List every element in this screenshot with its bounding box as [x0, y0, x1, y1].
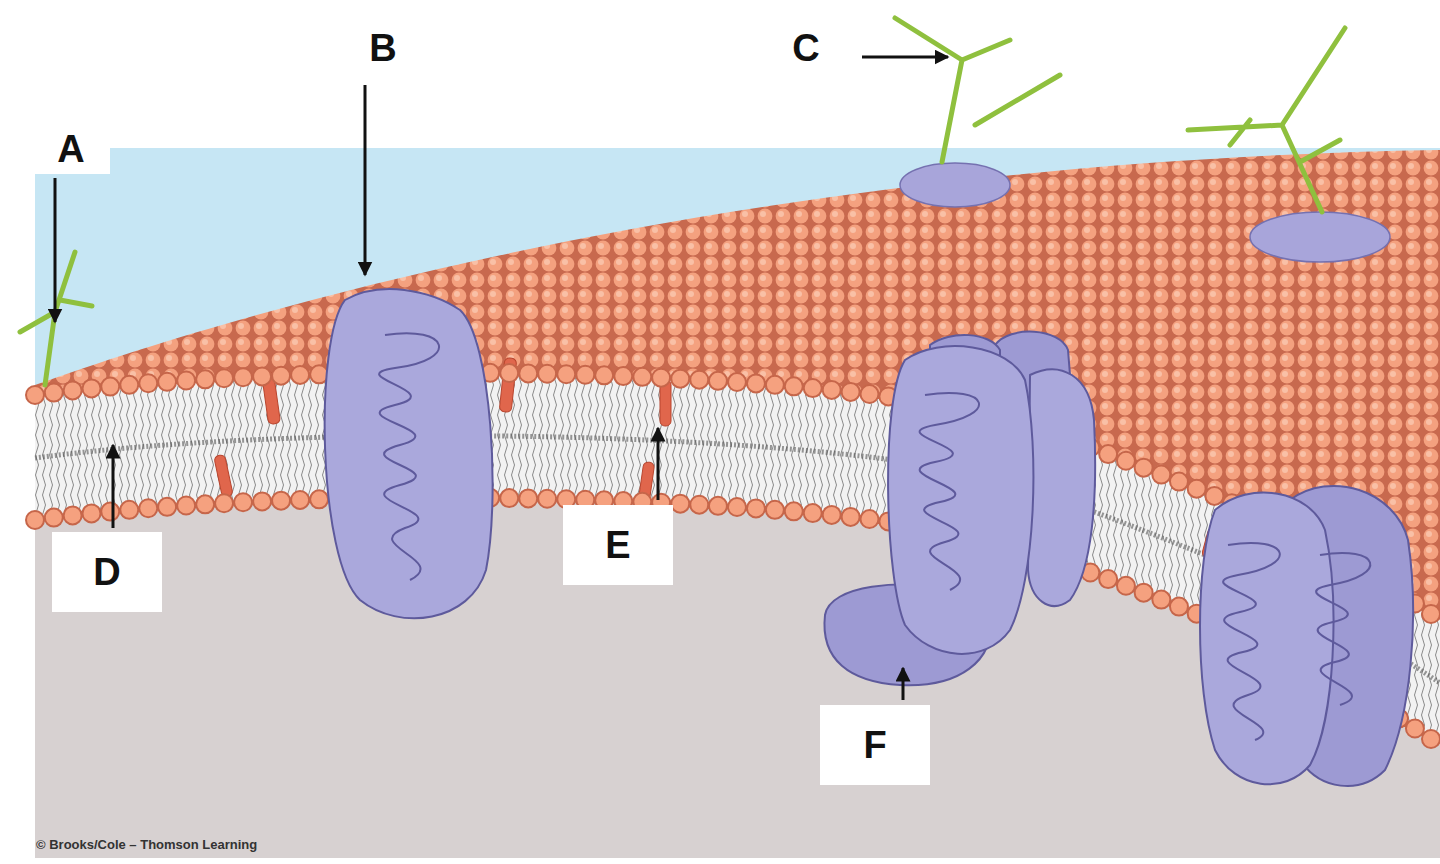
callout-letter: B — [345, 22, 421, 74]
channel-protein — [1200, 486, 1413, 786]
glycoprotein — [895, 18, 1390, 262]
callout-letter: C — [768, 22, 844, 74]
callout-letter: A — [32, 124, 110, 174]
callout-letter: D — [52, 532, 162, 612]
channel-protein — [824, 332, 1095, 686]
integral-protein — [325, 289, 493, 618]
copyright-note: © Brooks/Cole – Thomson Learning — [36, 834, 262, 854]
callout-letter: F — [820, 705, 930, 785]
leader-arrow — [55, 57, 948, 700]
callout-letter: E — [563, 505, 673, 585]
